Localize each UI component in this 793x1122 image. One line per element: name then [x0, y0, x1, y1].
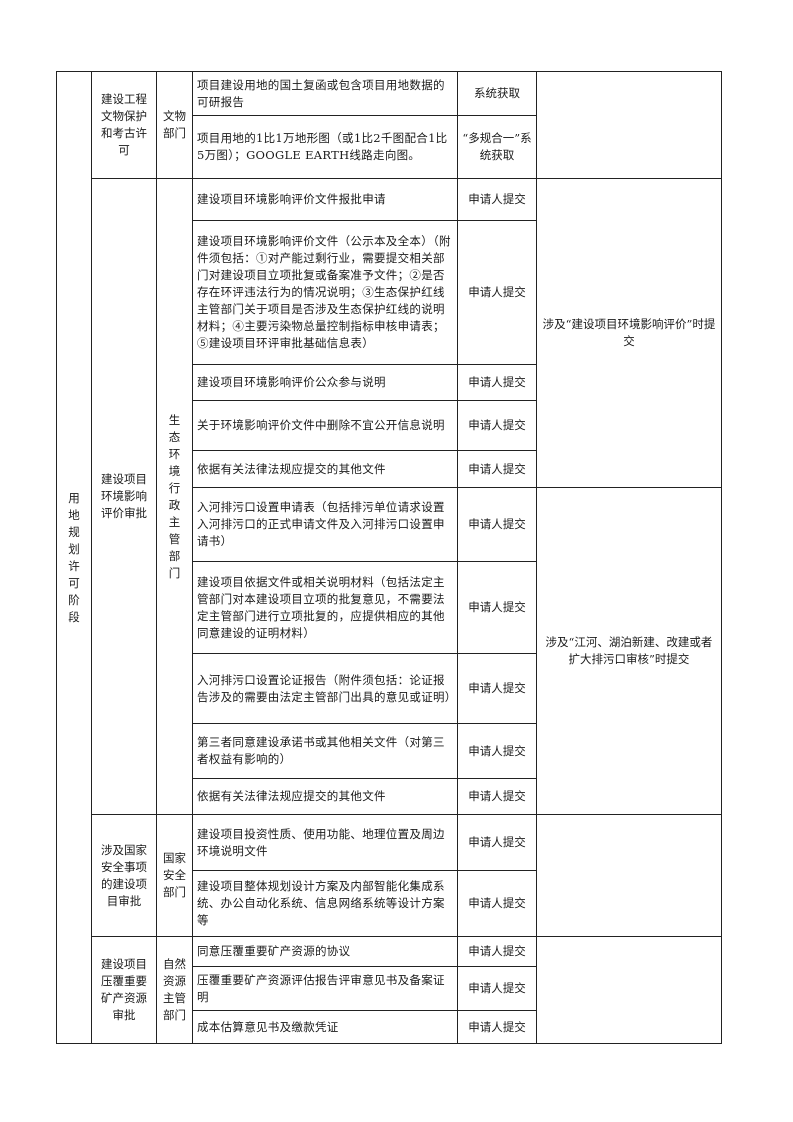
stage-label: 用地规划许可阶段: [68, 490, 80, 624]
source-cell: 申请人提交: [457, 778, 537, 815]
material-cell: 建设项目环境影响评价公众参与说明: [192, 364, 458, 401]
note-cell: [536, 814, 722, 937]
material-cell: 压覆重要矿产资源评估报告评审意见书及备案证明: [192, 966, 458, 1011]
source-cell: 申请人提交: [457, 220, 537, 365]
department-cell: 文物部门: [156, 71, 193, 179]
material-cell: 建设项目环境影响评价文件（公示本及全本）（附件须包括：①对产能过剩行业，需要提交…: [192, 220, 458, 365]
note-cell: [536, 936, 722, 1044]
material-cell: 入河排污口设置论证报告（附件须包括：论证报告涉及的需要由法定主管部门出具的意见或…: [192, 653, 458, 724]
material-cell: 入河排污口设置申请表（包括排污单位请求设置入河排污口的正式申请文件及入河排污口设…: [192, 487, 458, 562]
source-cell: 申请人提交: [457, 364, 537, 401]
table-row: 成本估算意见书及缴款凭证 申请人提交: [57, 1010, 722, 1044]
note-cell: 涉及“江河、湖泊新建、改建或者扩大排污口审核”时提交: [536, 487, 722, 815]
table-row: 依据有关法律法规应提交的其他文件 申请人提交: [57, 450, 722, 488]
table-row: 关于环境影响评价文件中删除不宜公开信息说明 申请人提交: [57, 400, 722, 451]
approval-item-cell: 建设工程文物保护和考古许可: [91, 71, 157, 179]
stage-cell: 用地规划许可阶段: [56, 71, 92, 1044]
source-cell: 系统获取: [457, 71, 537, 116]
material-cell: 建设项目整体规划设计方案及内部智能化集成系统、办公自动化系统、信息网络系统等设计…: [192, 870, 458, 937]
table-row: 用地规划许可阶段 建设工程文物保护和考古许可 文物部门 项目建设用地的国土复函或…: [56, 71, 722, 1044]
table-row: 项目用地的1比1万地形图（或1比2千图配合1比5万图）；GOOGLE EARTH…: [57, 115, 722, 179]
note-cell: 涉及“建设项目环境影响评价”时提交: [536, 178, 722, 488]
materials-table: 用地规划许可阶段 建设工程文物保护和考古许可 文物部门 项目建设用地的国土复函或…: [56, 71, 722, 1044]
table-row: 入河排污口设置申请表（包括排污单位请求设置入河排污口的正式申请文件及入河排污口设…: [57, 487, 722, 815]
source-cell: 申请人提交: [457, 936, 537, 967]
note-cell: [536, 71, 722, 179]
material-cell: 第三者同意建设承诺书或其他相关文件（对第三者权益有影响的）: [192, 723, 458, 779]
material-cell: 建设项目投资性质、使用功能、地理位置及周边环境说明文件: [192, 814, 458, 871]
table-row: 建设项目压覆重要矿产资源审批 自然资源主管部门 同意压覆重要矿产资源的协议 申请…: [57, 936, 722, 1044]
table-row: 建设项目环境影响评价审批 生态环境行政主管部门 建设项目环境影响评价文件报批申请…: [57, 178, 722, 815]
table-row: 建设项目环境影响评价公众参与说明 申请人提交: [57, 364, 722, 401]
table-row: 第三者同意建设承诺书或其他相关文件（对第三者权益有影响的） 申请人提交: [57, 723, 722, 779]
department-label: 自然资源主管部门: [163, 957, 186, 1022]
source-cell: 申请人提交: [457, 561, 537, 654]
material-cell: 项目用地的1比1万地形图（或1比2千图配合1比5万图）；GOOGLE EARTH…: [192, 115, 458, 179]
material-cell: 关于环境影响评价文件中删除不宜公开信息说明: [192, 400, 458, 451]
source-cell: 申请人提交: [457, 487, 537, 562]
source-cell: 申请人提交: [457, 450, 537, 488]
material-cell: 建设项目环境影响评价文件报批申请: [192, 178, 458, 221]
source-cell: 申请人提交: [457, 400, 537, 451]
material-cell: 依据有关法律法规应提交的其他文件: [192, 450, 458, 488]
source-cell: 申请人提交: [457, 653, 537, 724]
approval-item-cell: 建设项目压覆重要矿产资源审批: [91, 936, 157, 1044]
table-row: 压覆重要矿产资源评估报告评审意见书及备案证明 申请人提交: [57, 966, 722, 1011]
table-row: 入河排污口设置论证报告（附件须包括：论证报告涉及的需要由法定主管部门出具的意见或…: [57, 653, 722, 724]
approval-item-cell: 涉及国家安全事项的建设项目审批: [91, 814, 157, 937]
source-cell: 申请人提交: [457, 178, 537, 221]
department-cell: 国家安全部门: [156, 814, 193, 937]
material-cell: 项目建设用地的国土复函或包含项目用地数据的可研报告: [192, 71, 458, 116]
department-label: 生态环境行政主管部门: [168, 412, 181, 580]
source-cell: “多规合一”系统获取: [457, 115, 537, 179]
table-row: 依据有关法律法规应提交的其他文件 申请人提交: [57, 778, 722, 815]
source-cell: 申请人提交: [457, 870, 537, 937]
table-row: 建设项目环境影响评价文件（公示本及全本）（附件须包括：①对产能过剩行业，需要提交…: [57, 220, 722, 365]
material-cell: 同意压覆重要矿产资源的协议: [192, 936, 458, 967]
approval-item-cell: 建设项目环境影响评价审批: [91, 178, 157, 815]
department-label: 文物部门: [163, 109, 186, 140]
material-cell: 建设项目依据文件或相关说明材料（包括法定主管部门对本建设项目立项的批复意见，不需…: [192, 561, 458, 654]
department-cell: 自然资源主管部门: [156, 936, 193, 1044]
source-cell: 申请人提交: [457, 814, 537, 871]
department-cell: 生态环境行政主管部门: [156, 178, 193, 815]
table-row: 涉及国家安全事项的建设项目审批 国家安全部门 建设项目投资性质、使用功能、地理位…: [57, 814, 722, 937]
source-cell: 申请人提交: [457, 723, 537, 779]
source-cell: 申请人提交: [457, 966, 537, 1011]
source-cell: 申请人提交: [457, 1010, 537, 1044]
material-cell: 成本估算意见书及缴款凭证: [192, 1010, 458, 1044]
material-cell: 依据有关法律法规应提交的其他文件: [192, 778, 458, 815]
table-row: 建设项目依据文件或相关说明材料（包括法定主管部门对本建设项目立项的批复意见，不需…: [57, 561, 722, 654]
department-label: 国家安全部门: [163, 851, 186, 899]
